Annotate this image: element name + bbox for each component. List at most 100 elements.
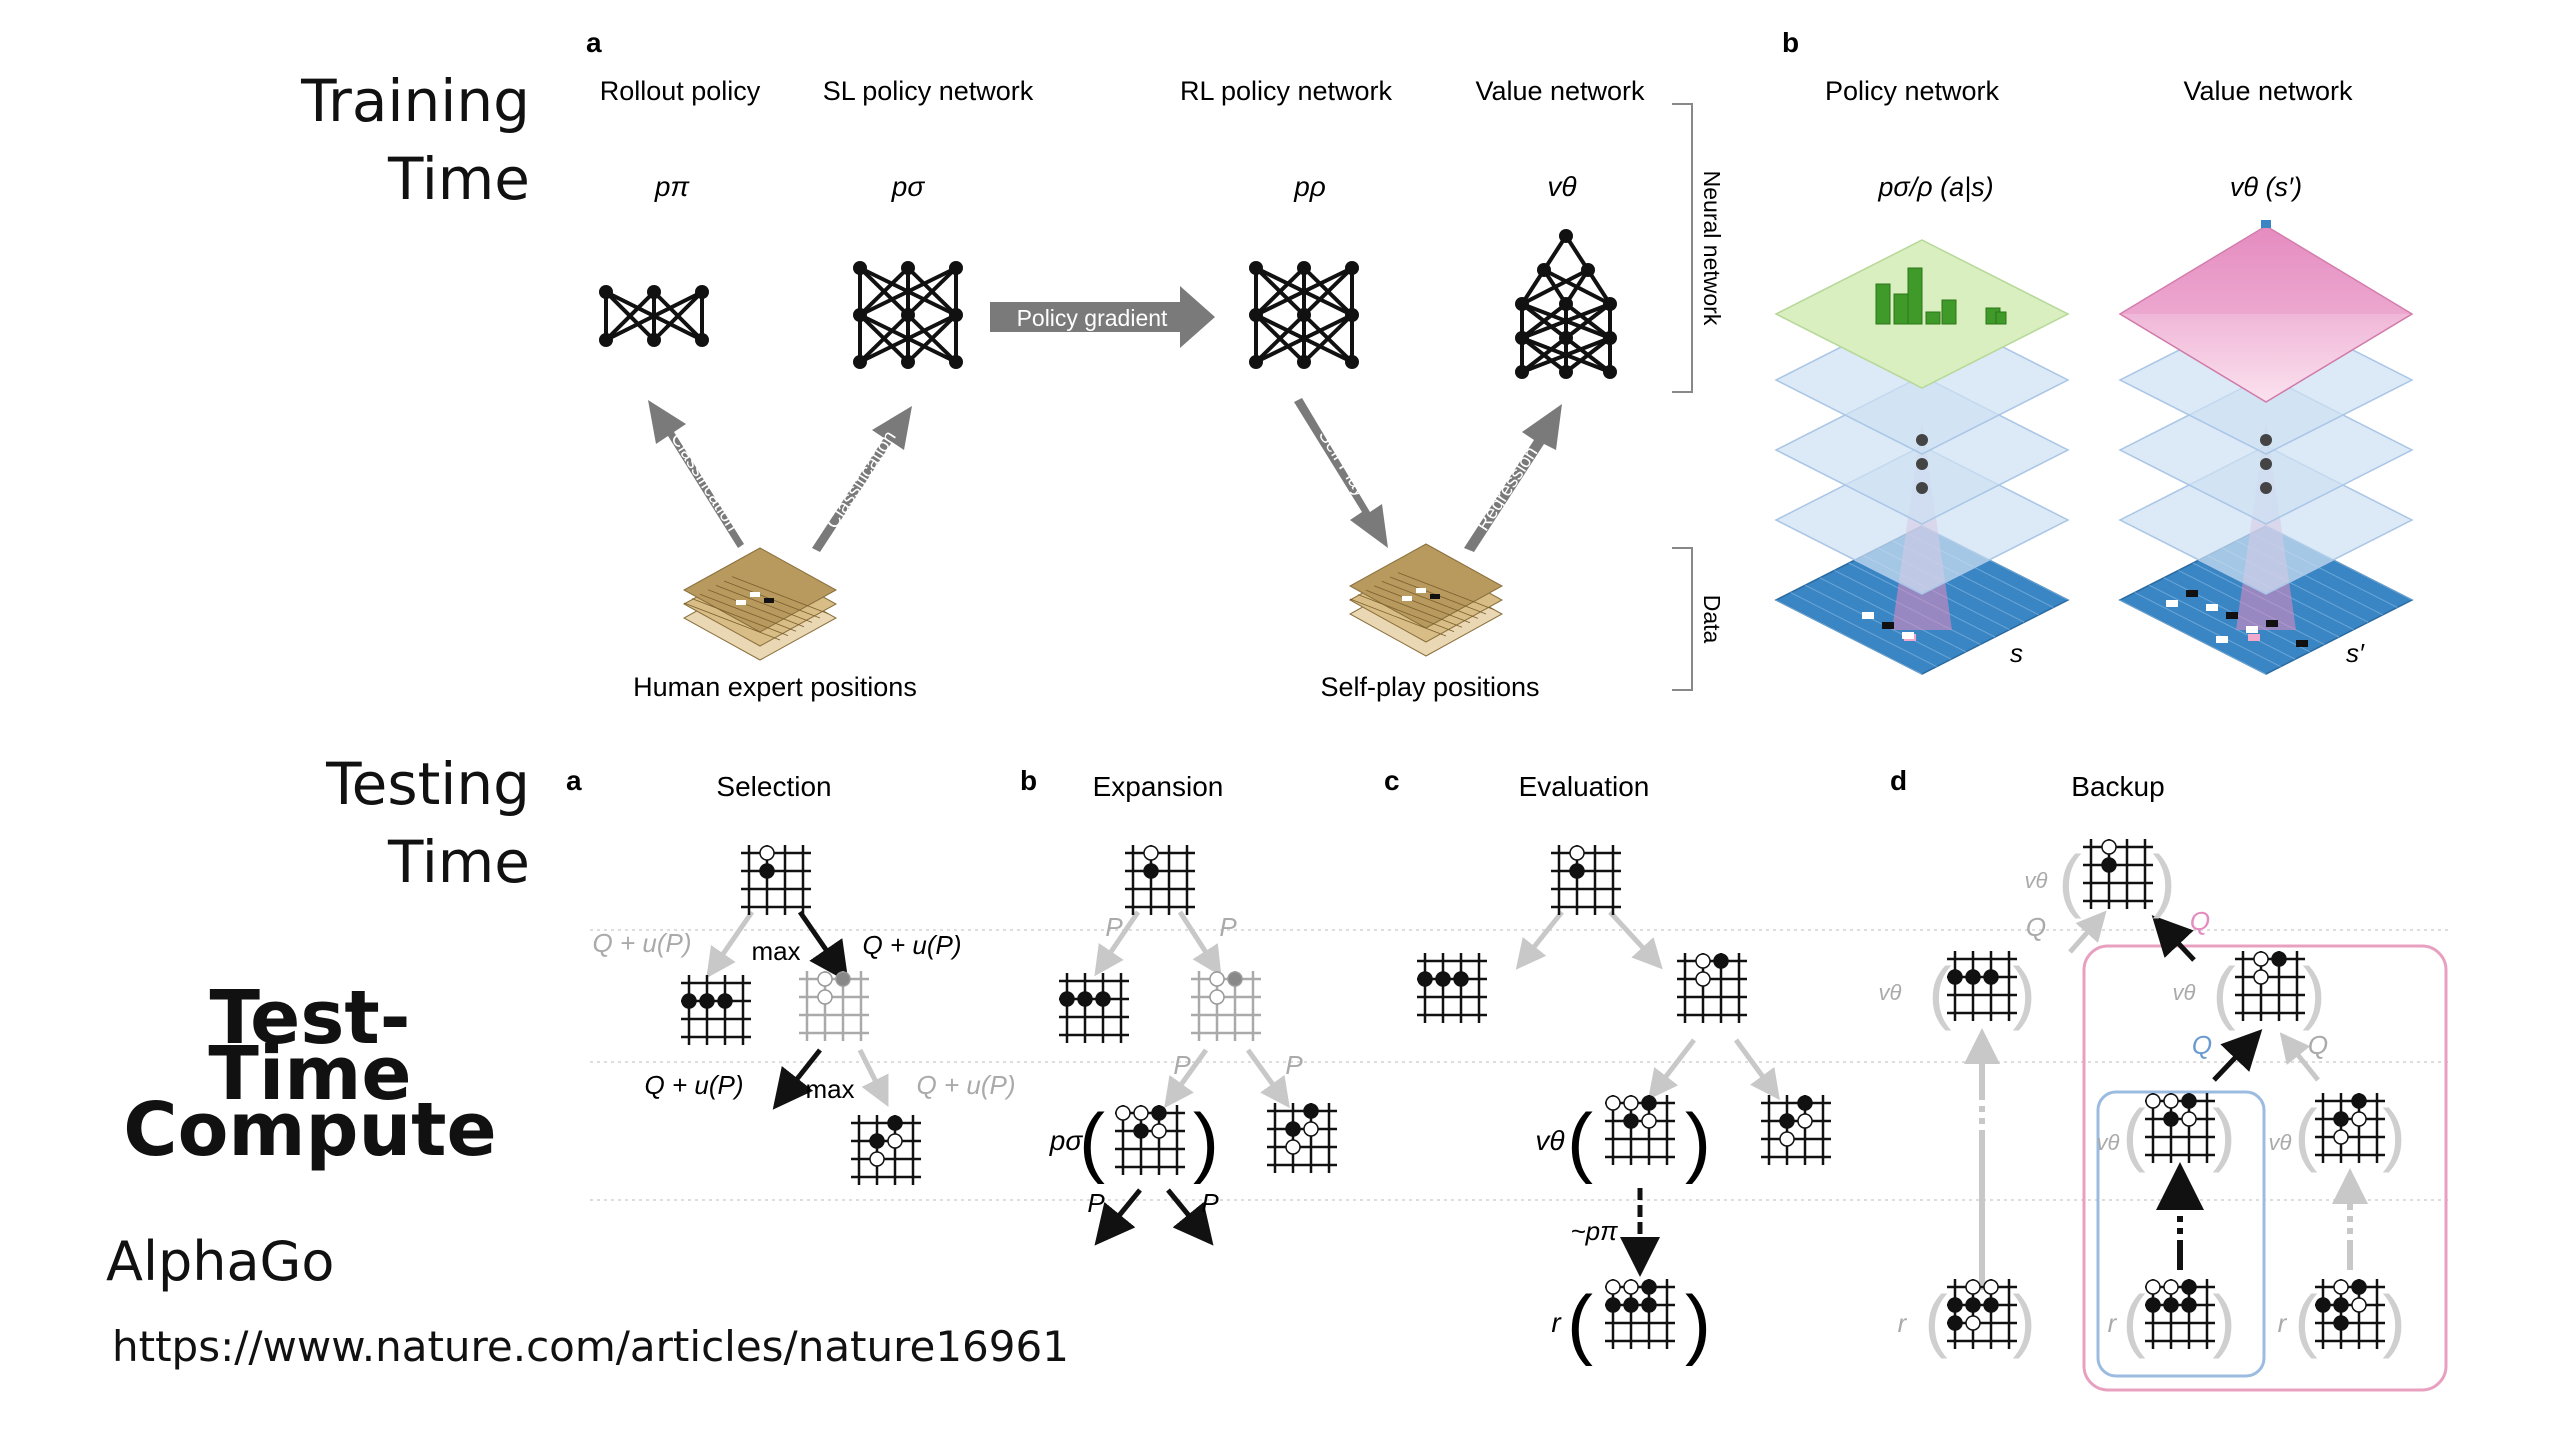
alphago-label: AlphaGo: [106, 1230, 335, 1293]
value3d-output-value: [2261, 220, 2271, 228]
black-stone: [1095, 991, 1111, 1007]
white-stone: [1115, 1105, 1131, 1121]
policy3d-grid: [1804, 584, 1952, 660]
black-stone: [1059, 991, 1075, 1007]
value-node: [1515, 331, 1529, 345]
go-board: [1267, 1103, 1337, 1173]
backup-paren: ): [2382, 1095, 2405, 1173]
sel-q-right: Q + u(P): [863, 930, 962, 960]
white-stone: [1569, 845, 1585, 861]
go-board: [1605, 1279, 1675, 1349]
bk-q-2: Q: [2190, 906, 2210, 936]
data-bracket-label: Data: [1699, 595, 1725, 644]
black-stone: [2145, 1297, 2161, 1313]
backup-paren: (: [2212, 953, 2235, 1031]
value-node: [1515, 365, 1529, 379]
sl-edge: [906, 313, 958, 364]
human-grid: [691, 598, 789, 636]
rl-edge: [1302, 313, 1354, 364]
white-stone: [1965, 1315, 1981, 1331]
sl-node: [949, 261, 963, 275]
black-stone: [2351, 1279, 2367, 1295]
policy3d-prob-bar: [1907, 267, 1923, 325]
backup-paren: (: [2122, 1095, 2145, 1173]
sl-edge: [859, 313, 957, 364]
rl-edge: [1302, 266, 1354, 317]
white-stone: [1797, 1113, 1813, 1129]
black-stone: [1285, 1121, 1301, 1137]
black-stone: [1077, 991, 1093, 1007]
rollout-policy-title: Rollout policy: [600, 76, 761, 106]
backup-paren: ): [2382, 1281, 2405, 1359]
white-stone: [1695, 971, 1711, 987]
black-stone: [1641, 1297, 1657, 1313]
black-stone: [2333, 1297, 2349, 1313]
go-board: [2315, 1093, 2385, 1163]
white-stone: [817, 971, 833, 987]
white-stone: [2181, 1111, 2197, 1127]
rl-edge: [1254, 266, 1306, 317]
rollout-node: [647, 333, 661, 347]
go-board: [2315, 1279, 2385, 1349]
selection-letter: a: [566, 765, 582, 796]
rl-policy-title: RL policy network: [1180, 76, 1393, 106]
black-stone: [699, 993, 715, 1009]
self-play-label: Self Play: [1314, 426, 1372, 501]
white-stone: [1133, 1105, 1149, 1121]
white-stone: [2101, 839, 2117, 855]
value-node: [1559, 229, 1573, 243]
source-url[interactable]: https://www.nature.com/articles/nature16…: [112, 1322, 1069, 1371]
policy3d-prob-bar: [1925, 311, 1941, 325]
selfplay-grid: [1373, 585, 1471, 624]
exp-paren-open: (: [1079, 1097, 1105, 1185]
white-stone: [1209, 989, 1225, 1005]
black-stone: [681, 993, 697, 1009]
bk-v-right: vθ: [2269, 1130, 2292, 1155]
black-stone: [1983, 969, 1999, 985]
go-board: [1125, 845, 1195, 915]
value-node: [1581, 263, 1595, 277]
self-play-arrow: Self Play: [1294, 398, 1388, 548]
black-stone: [1133, 1123, 1149, 1139]
white-stone: [1605, 1095, 1621, 1111]
value3d-grid: [2119, 599, 2267, 675]
eval-rollout: ~pπ: [1570, 1216, 1618, 1246]
bk-r-1: r: [1898, 1308, 1908, 1338]
black-stone: [1797, 1095, 1813, 1111]
policy3d-stone: [1902, 632, 1914, 639]
black-stone: [1947, 1297, 1963, 1313]
backup-tree: Q Q Q Q vθ vθ vθ vθ vθ r r r: [1879, 868, 2448, 1392]
value-node: [1559, 297, 1573, 311]
backup-paren: ): [2012, 1281, 2035, 1359]
rollout-network-icon: [599, 285, 709, 347]
value-node: [1603, 365, 1617, 379]
black-stone: [1605, 1297, 1621, 1313]
value-edge: [1521, 302, 1611, 340]
black-stone: [1713, 953, 1729, 969]
policy3d-prob-bar: [1893, 293, 1909, 325]
white-stone: [1623, 1279, 1639, 1295]
value3d-stone: [2166, 600, 2178, 607]
testing-time-label: Testing Time: [260, 745, 530, 901]
go-board: [1605, 1095, 1675, 1165]
value-symbol: vθ: [1547, 171, 1576, 202]
backup-paren: ): [2012, 953, 2035, 1031]
go-board: [2083, 839, 2153, 909]
selfplay-stone: [1430, 594, 1440, 599]
white-stone: [1605, 1279, 1621, 1295]
white-stone: [2163, 1093, 2179, 1109]
exp-paren-close: ): [1193, 1097, 1219, 1185]
value3d-stone: [2226, 612, 2238, 619]
rl-node: [1249, 355, 1263, 369]
black-stone: [2351, 1093, 2367, 1109]
exp-p-sigma: pσ: [1049, 1125, 1084, 1156]
go-board: [1677, 953, 1747, 1023]
white-stone: [817, 989, 833, 1005]
white-stone: [1209, 971, 1225, 987]
expansion-letter: b: [1020, 765, 1037, 796]
sl-node: [853, 308, 867, 322]
white-stone: [2333, 1279, 2349, 1295]
time-word-2: Time: [388, 828, 530, 896]
bk-q-3: Q: [2192, 1030, 2212, 1060]
